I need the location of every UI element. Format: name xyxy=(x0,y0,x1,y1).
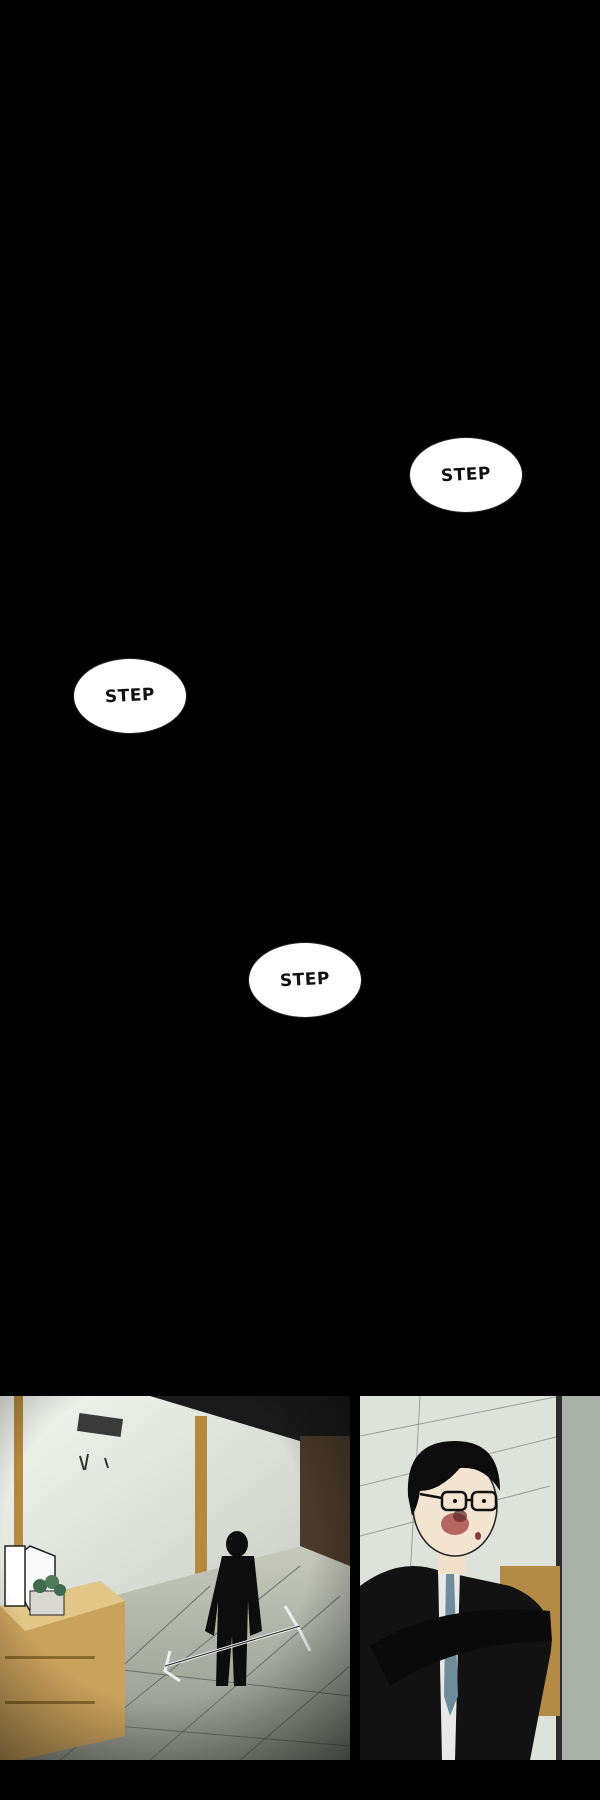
sfx-bubble: STEP xyxy=(73,658,187,734)
closeup-panel xyxy=(360,1396,600,1760)
closeup-illustration xyxy=(360,1396,600,1760)
sfx-bubble: STEP xyxy=(248,942,362,1018)
sfx-bubble: STEP xyxy=(409,437,523,513)
hallway-illustration xyxy=(0,1396,350,1760)
hallway-panel xyxy=(0,1396,350,1760)
sfx-text: STEP xyxy=(104,684,156,708)
sfx-text: STEP xyxy=(440,463,492,487)
sfx-text: STEP xyxy=(279,968,331,992)
